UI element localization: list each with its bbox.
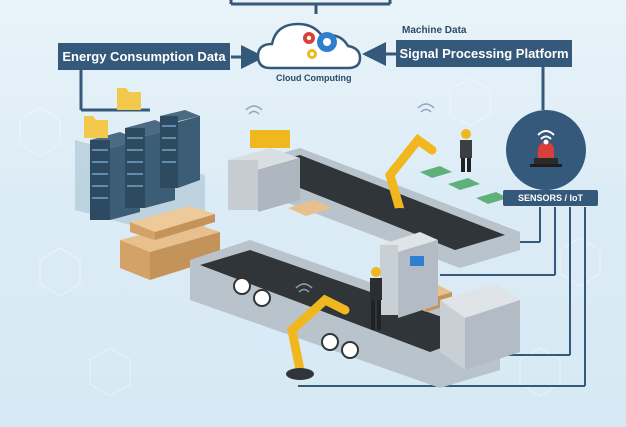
conveyor-upper xyxy=(240,148,520,268)
robot-base xyxy=(286,208,414,380)
worker-icon xyxy=(370,129,472,330)
robot-arm-icon xyxy=(287,133,437,375)
gear-icon xyxy=(303,32,337,59)
alarm-light-icon xyxy=(530,142,562,167)
boxes-on-conveyor xyxy=(288,166,508,216)
energy-consumption-label: Energy Consumption Data xyxy=(58,43,230,70)
cardboard-boxes xyxy=(120,206,220,280)
folder-icon xyxy=(84,88,141,138)
sensors-iot-label: SENSORS / IoT xyxy=(503,190,598,206)
conveyor-end-unit xyxy=(440,284,520,370)
signal-processing-label: Signal Processing Platform xyxy=(396,40,572,67)
wifi-icon xyxy=(537,130,555,145)
processing-machine xyxy=(228,130,300,212)
cloud-icon xyxy=(256,22,362,70)
cloud-computing-label: Cloud Computing xyxy=(276,73,352,83)
control-panel xyxy=(380,232,438,318)
hex-background xyxy=(19,77,601,397)
wifi-icon xyxy=(245,103,435,293)
machine-data-label: Machine Data xyxy=(402,25,467,36)
sensor-hub xyxy=(506,110,586,190)
